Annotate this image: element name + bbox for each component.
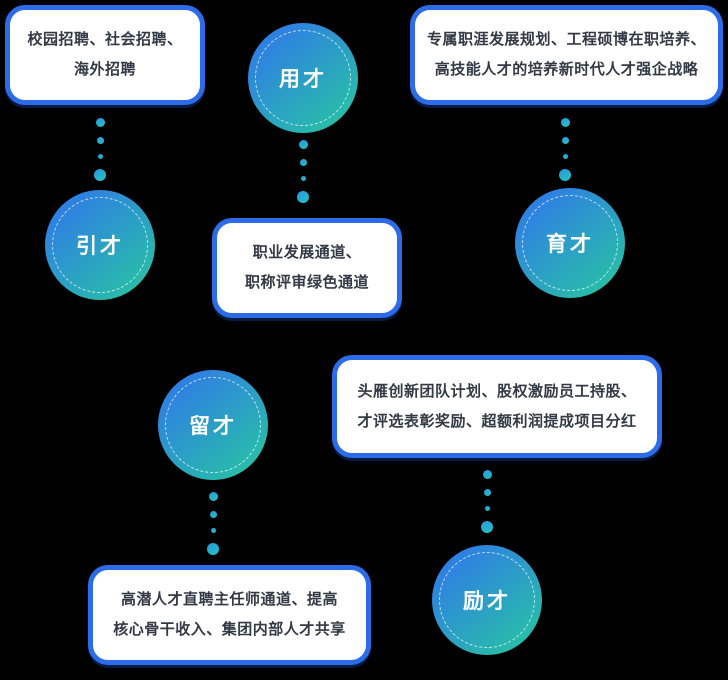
card-incentive-line2: 才评选表彰奖励、超额利润提成项目分红: [357, 412, 637, 430]
connector-dot-icon: [482, 470, 492, 479]
card-recruitment-line2: 海外招聘: [73, 61, 136, 78]
node-use-talent-label: 用才: [279, 68, 327, 91]
connector-dot-icon: [97, 154, 103, 159]
connector-dot-icon: [298, 140, 308, 149]
node-retain-talent: 留才: [158, 370, 268, 480]
connector-dot-icon: [208, 492, 218, 501]
connector-dot-icon: [210, 528, 216, 533]
connector-dot-icon: [94, 169, 106, 181]
card-career-line1: 职业发展通道、: [252, 244, 362, 261]
card-development-line1: 专属职涯发展规划、工程硕博在职培养、: [426, 31, 706, 48]
card-retention-line2: 核心骨干收入、集团内部人才共享: [113, 621, 346, 638]
connector-dot-icon: [560, 118, 570, 127]
connector-development-to-cultivate: [558, 118, 572, 181]
card-recruitment: 校园招聘、社会招聘、 海外招聘: [5, 5, 205, 105]
connector-retain-to-retention: [206, 492, 220, 555]
connector-dot-icon: [209, 511, 217, 518]
connector-dot-icon: [299, 159, 307, 166]
card-career: 职业发展通道、 职称评审绿色通道: [212, 218, 402, 318]
card-development-line2: 高技能人才的培养新时代人才强企战略: [434, 61, 699, 78]
node-reward-talent: 励才: [432, 545, 542, 655]
node-cultivate-talent: 育才: [515, 188, 625, 298]
connector-dot-icon: [300, 176, 306, 181]
card-recruitment-line1: 校园招聘、社会招聘、: [27, 31, 183, 48]
connector-dot-icon: [483, 489, 491, 496]
card-career-line2: 职称评审绿色通道: [244, 274, 369, 291]
connector-dot-icon: [561, 137, 569, 144]
node-retain-talent-label: 留才: [189, 415, 237, 438]
connector-use-to-career: [296, 140, 310, 203]
connector-recruitment-to-attract: [93, 118, 107, 181]
card-incentive-line1: 头雁创新团队计划、股权激励员工持股、: [357, 382, 637, 400]
connector-dot-icon: [96, 137, 104, 144]
connector-dot-icon: [559, 169, 571, 181]
connector-dot-icon: [95, 118, 105, 127]
connector-dot-icon: [562, 154, 568, 159]
node-attract-talent: 引才: [45, 190, 155, 300]
connector-dot-icon: [297, 191, 309, 203]
node-cultivate-talent-label: 育才: [546, 233, 594, 256]
connector-dot-icon: [484, 506, 490, 511]
card-retention: 高潜人才直聘主任师通道、提高 核心骨干收入、集团内部人才共享: [88, 565, 371, 665]
card-development: 专属职涯发展规划、工程硕博在职培养、 高技能人才的培养新时代人才强企战略: [410, 5, 723, 105]
card-retention-line1: 高潜人才直聘主任师通道、提高: [120, 591, 338, 608]
node-attract-talent-label: 引才: [76, 235, 124, 258]
node-reward-talent-label: 励才: [463, 590, 511, 613]
node-use-talent: 用才: [248, 23, 358, 133]
card-incentive: 头雁创新团队计划、股权激励员工持股、 才评选表彰奖励、超额利润提成项目分红: [332, 355, 662, 458]
connector-incentive-to-reward: [480, 470, 494, 533]
connector-dot-icon: [481, 521, 493, 533]
connector-dot-icon: [207, 543, 219, 555]
